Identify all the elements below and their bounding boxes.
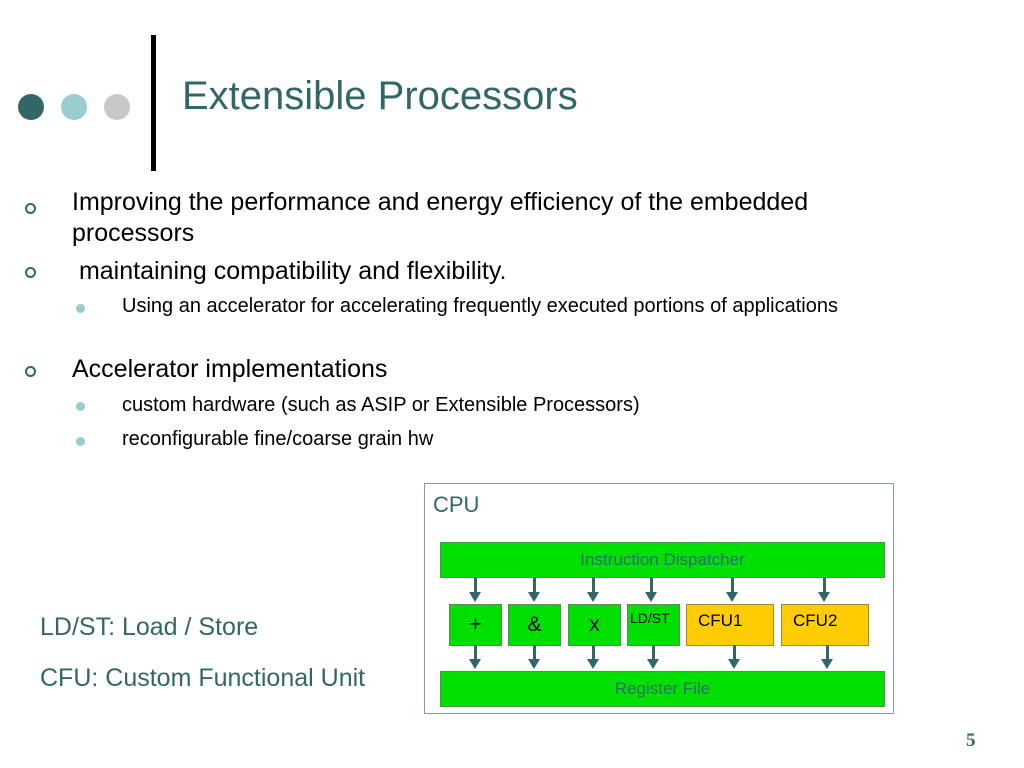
bullet-item: maintaining compatibility and flexibilit… — [72, 257, 507, 285]
unit-label: LD/ST — [630, 610, 670, 626]
arrow-icon — [728, 645, 740, 669]
unit-cfu2: CFU2 — [781, 604, 869, 646]
unit-label: + — [469, 613, 482, 636]
unit-cfu1: CFU1 — [686, 604, 774, 646]
decor-dot-dark — [18, 94, 44, 120]
bullet-item: Improving the performance and energy eff… — [72, 188, 809, 247]
unit-add: + — [449, 604, 502, 646]
decor-dot-gray — [104, 94, 130, 120]
bullet-ring-icon — [25, 366, 36, 377]
unit-label: x — [589, 613, 600, 636]
unit-label: CFU1 — [698, 611, 743, 630]
arrow-icon — [528, 577, 540, 602]
title-divider — [151, 35, 156, 171]
bullet-ring-icon — [25, 267, 36, 278]
cpu-label: CPU — [433, 492, 480, 517]
register-file: Register File — [440, 671, 885, 707]
bullet-dot-icon — [76, 437, 85, 446]
unit-and: & — [508, 604, 561, 646]
definition-ldst: LD/ST: Load / Store — [40, 613, 259, 641]
definition-cfu: CFU: Custom Functional Unit — [40, 664, 366, 692]
bullet-dot-icon — [76, 402, 85, 411]
slide-title: Extensible Processors — [182, 74, 578, 118]
slide-number: 5 — [966, 730, 976, 751]
bullet-subitem: Using an accelerator for accelerating fr… — [122, 295, 838, 317]
bullet-item: Accelerator implementations — [72, 355, 388, 383]
arrow-icon — [469, 645, 481, 669]
unit-label: & — [527, 613, 542, 636]
bullet-subitem: reconfigurable fine/coarse grain hw — [122, 428, 434, 450]
unit-ldst: LD/ST — [627, 604, 680, 646]
unit-multiply: x — [568, 604, 621, 646]
bullet-ring-icon — [25, 203, 36, 214]
bullet-dot-icon — [76, 304, 85, 313]
arrow-icon — [587, 645, 599, 669]
arrow-icon — [469, 577, 481, 602]
unit-label: CFU2 — [793, 611, 838, 630]
arrow-icon — [821, 645, 833, 669]
arrow-icon — [528, 645, 540, 669]
instruction-dispatcher: Instruction Dispatcher — [440, 542, 885, 578]
arrow-icon — [645, 577, 657, 602]
arrow-icon — [818, 577, 830, 602]
arrow-icon — [587, 577, 599, 602]
decor-dot-light — [61, 94, 87, 120]
arrow-icon — [726, 577, 738, 602]
bullet-subitem: custom hardware (such as ASIP or Extensi… — [122, 394, 640, 416]
arrow-icon — [647, 645, 659, 669]
